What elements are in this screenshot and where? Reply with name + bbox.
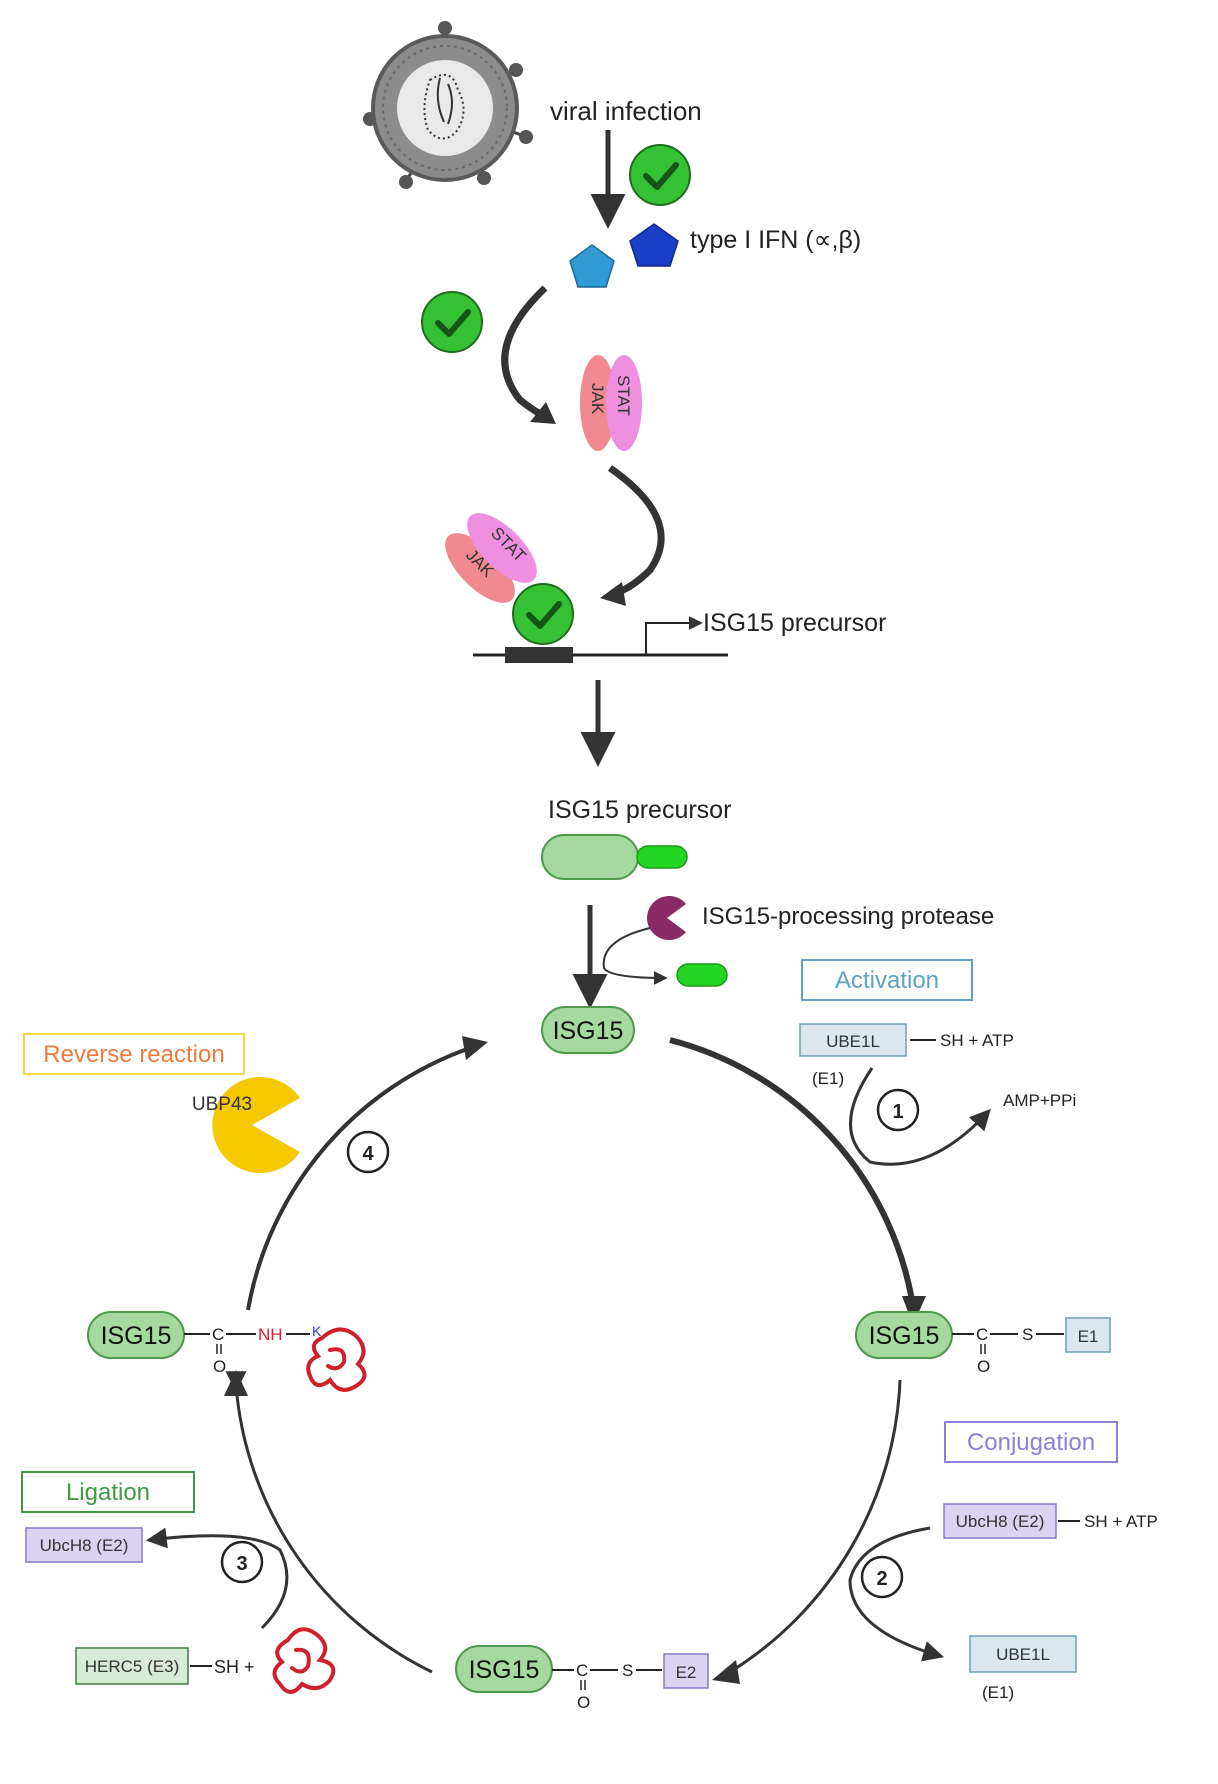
ube1l-label: UBE1L	[826, 1032, 880, 1051]
cleaved-fragment	[676, 963, 728, 987]
check-icon	[421, 291, 483, 353]
amp-ppi-label: AMP+PPi	[1003, 1091, 1076, 1110]
isg15-conjugated-label: ISG15	[101, 1322, 172, 1350]
cycle-arc-3	[234, 1384, 433, 1674]
arrow-activation	[849, 1067, 991, 1166]
promoter-box	[505, 647, 573, 663]
step-4-marker	[346, 1130, 390, 1174]
lysine-label: K	[312, 1323, 322, 1339]
sh-atp-2: SH + ATP	[1084, 1512, 1158, 1531]
e2-label: E2	[676, 1663, 697, 1682]
step-4-label: 4	[362, 1143, 374, 1165]
ifn-beta-icon	[629, 223, 679, 267]
reverse-reaction-box	[23, 1033, 245, 1075]
step-1-marker	[876, 1088, 920, 1132]
substrate-protein-conjugated-icon	[306, 1327, 367, 1392]
ifn-alpha-icon	[569, 244, 615, 288]
viral-infection-label: viral infection	[550, 96, 702, 126]
ligation-label: Ligation	[66, 1479, 150, 1506]
sulfur-1: S	[1022, 1325, 1033, 1344]
isg15-precursor-gene-label: ISG15 precursor	[703, 609, 886, 637]
ubp43-label: UBP43	[192, 1094, 252, 1115]
ubch8-label: UbcH8 (E2)	[956, 1512, 1045, 1531]
protease-icon	[647, 895, 686, 940]
ligation-box	[21, 1471, 195, 1513]
arrow-ligation	[145, 1527, 289, 1630]
ubp43-icon	[212, 1077, 300, 1173]
isg15-free	[541, 1006, 635, 1054]
step-2-label: 2	[876, 1568, 887, 1590]
activation-box	[801, 959, 973, 1001]
cycle-arc-2	[729, 1379, 902, 1674]
protease-label: ISG15-processing protease	[702, 903, 994, 930]
type1-ifn-label: type I IFN (∝,β)	[690, 226, 861, 254]
herc5-box	[75, 1647, 189, 1685]
nh-label: NH	[258, 1325, 283, 1344]
sh-plus-label: SH +	[214, 1657, 255, 1677]
carbon-2: C	[576, 1661, 588, 1680]
ube1l-out-label: UBE1L	[996, 1645, 1050, 1664]
ube1l-box	[799, 1023, 907, 1057]
step-3-marker	[220, 1540, 264, 1584]
jak-stat-bound: JAK STAT	[445, 513, 537, 603]
sh-atp-1: SH + ATP	[940, 1031, 1014, 1050]
check-icon	[512, 583, 574, 645]
arrow-jakstat-to-promoter	[608, 465, 665, 599]
isg15-e2-label: ISG15	[469, 1656, 540, 1684]
arrow-conjugation	[848, 1526, 945, 1662]
e1-label-2: (E1)	[982, 1683, 1014, 1702]
ube1l-out-box	[969, 1635, 1077, 1673]
activation-label: Activation	[835, 967, 939, 994]
check-icon	[629, 144, 691, 206]
conjugation-box	[944, 1421, 1118, 1463]
ubch8-box	[943, 1503, 1057, 1539]
herc5-label: HERC5 (E3)	[85, 1657, 179, 1676]
e1-box	[1065, 1317, 1111, 1353]
stat-label: STAT	[614, 375, 633, 416]
carbon-1: C	[976, 1325, 988, 1344]
e1-label-1: (E1)	[812, 1069, 844, 1088]
isg15-precursor-label: ISG15 precursor	[548, 796, 731, 824]
isg15-precursor-body	[541, 834, 639, 880]
step-2-marker	[860, 1555, 904, 1599]
ubch8-out-label: UbcH8 (E2)	[40, 1536, 129, 1555]
substrate-protein-icon	[272, 1627, 336, 1694]
oxygen-1: O	[977, 1357, 990, 1376]
isg15-free-label: ISG15	[553, 1017, 624, 1045]
arrow-ifn-to-jakstat	[501, 285, 550, 422]
oxygen-2: O	[577, 1693, 590, 1712]
sulfur-2: S	[622, 1661, 633, 1680]
cycle-arc-1	[669, 1037, 915, 1301]
oxygen-3: O	[213, 1357, 226, 1376]
e2-box	[663, 1653, 709, 1689]
carbon-3: C	[212, 1325, 224, 1344]
step-3-label: 3	[236, 1553, 247, 1575]
cycle-arc-4	[246, 1046, 471, 1311]
ubch8-out-box	[25, 1527, 143, 1563]
isg15-e1-label: ISG15	[869, 1322, 940, 1350]
step-1-label: 1	[892, 1101, 903, 1123]
isg15-precursor-tail	[636, 845, 688, 869]
jak-label: JAK	[588, 383, 607, 415]
arrow-cleavage	[602, 927, 668, 985]
transcription-start-arrow	[645, 616, 703, 655]
conjugation-label: Conjugation	[967, 1429, 1095, 1456]
e1-label: E1	[1078, 1327, 1099, 1346]
jak-stat-receptor: JAK STAT	[580, 355, 642, 451]
virus-icon	[363, 21, 533, 189]
reverse-reaction-label: Reverse reaction	[43, 1041, 224, 1068]
